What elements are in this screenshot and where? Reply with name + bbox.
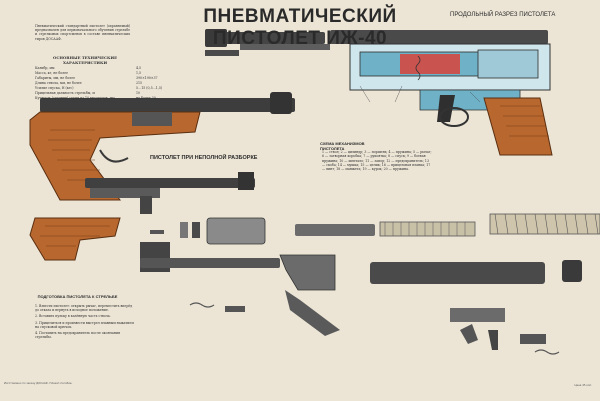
prep-step: 4. Поставить на предохранитель после око… — [35, 331, 120, 340]
prep-step: 3. Прицелиться и произвести выстрел плав… — [35, 320, 134, 329]
prep-step: 1. Взвести пистолет: открыть рычаг, пере… — [35, 304, 133, 313]
barrel-middle — [85, 172, 255, 214]
intro-text: Пневматический стандартный пистолет (охр… — [35, 24, 130, 41]
frame-lower — [29, 217, 121, 261]
barrel-top — [205, 29, 330, 56]
receiver-part — [225, 254, 340, 336]
scheme-text: 1 — ствол; 2 — цилиндр; 3 — поршень; 4 —… — [322, 150, 432, 172]
pistol-assembled — [29, 92, 295, 201]
cylinder-part — [370, 260, 582, 322]
footer-left: Изготовлено по заказу ДОСААФ. Плакат-пос… — [4, 382, 73, 385]
specs-heading: ОСНОВНЫЕ ТЕХНИЧЕСКИЕ ХАРАКТЕРИСТИКИ — [53, 55, 117, 65]
pistol-cutaway — [330, 30, 553, 156]
small-parts — [189, 302, 560, 355]
section-title: ПРОДОЛЬНЫЙ РАЗРЕЗ ПИСТОЛЕТА — [450, 12, 556, 18]
prep-step: 2. Вставить пульку в казённую часть ство… — [35, 314, 111, 319]
poster-title: ПНЕВМАТИЧЕСКИЙ ПИСТОЛЕТ ИЖ-40 — [203, 6, 397, 49]
callout-lines — [359, 85, 481, 103]
scheme-heading: СХЕМА МЕХАНИЗМОВ ПИСТОЛЕТА — [320, 141, 365, 151]
prep-steps: 1. Взвести пистолет: открыть рычаг, пере… — [35, 304, 135, 341]
spec-row: Усилие спуска, Н (кгс)5…15 (0,5…1,5) — [35, 86, 163, 90]
spec-row: Кучность (средняя) серии из 10 выстрелов… — [35, 96, 156, 100]
disassembly-label: ПИСТОЛЕТ ПРИ НЕПОЛНОЙ РАЗБОРКЕ — [150, 155, 258, 161]
prep-heading: ПОДГОТОВКА ПИСТОЛЕТА К СТРЕЛЬБЕ — [37, 294, 118, 299]
footer-right: Цена 45 коп. — [574, 384, 592, 387]
parts-row — [150, 213, 600, 245]
barrel-lower — [140, 242, 280, 272]
